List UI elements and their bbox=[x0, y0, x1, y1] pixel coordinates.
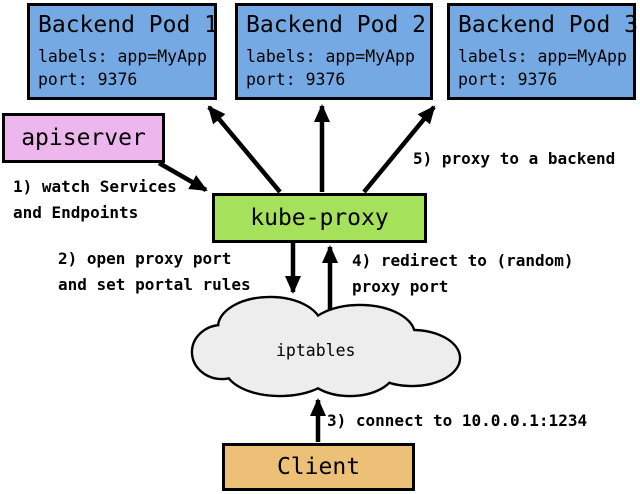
pod-port: port: 9376 bbox=[38, 70, 138, 89]
node-kube-proxy: kube-proxy bbox=[212, 193, 427, 243]
iptables-label: iptables bbox=[276, 341, 356, 360]
pod-labels: labels: app=MyApp bbox=[246, 47, 415, 66]
annotation-line: 4) redirect to (random) bbox=[352, 251, 574, 270]
annotation-line: 3) connect to 10.0.0.1:1234 bbox=[327, 411, 588, 430]
pod-title: Backend Pod 1 bbox=[38, 12, 219, 38]
node-backend-pod-3: Backend Pod 3 labels: app=MyApp port: 93… bbox=[447, 3, 639, 100]
pod-port: port: 9376 bbox=[458, 70, 558, 89]
iptables-cloud-fill bbox=[193, 298, 459, 395]
arrow-apiserver-to-kubeproxy bbox=[157, 161, 208, 192]
node-backend-pod-2: Backend Pod 2 labels: app=MyApp port: 93… bbox=[235, 3, 433, 100]
node-client: Client bbox=[222, 443, 415, 491]
apiserver-label: apiserver bbox=[21, 125, 146, 151]
annotation-line: 1) watch Services bbox=[13, 177, 177, 196]
annotation-step2-open-proxy-port: 2) open proxy port and set portal rules bbox=[58, 246, 251, 298]
pod-title: Backend Pod 2 bbox=[246, 12, 427, 38]
annotation-step5-proxy-to-backend: 5) proxy to a backend bbox=[413, 146, 615, 172]
annotation-line: 2) open proxy port bbox=[58, 249, 232, 268]
annotation-step1-watch-services: 1) watch Services and Endpoints bbox=[13, 174, 177, 226]
arrow-kubeproxy-to-pod3 bbox=[362, 105, 436, 194]
kube-proxy-label: kube-proxy bbox=[250, 205, 389, 231]
client-label: Client bbox=[276, 454, 361, 480]
node-backend-pod-1: Backend Pod 1 labels: app=MyApp port: 93… bbox=[27, 3, 219, 100]
annotation-step3-connect: 3) connect to 10.0.0.1:1234 bbox=[327, 408, 587, 434]
pod-port: port: 9376 bbox=[246, 70, 346, 89]
pod-labels: labels: app=MyApp bbox=[38, 47, 207, 66]
pod-labels: labels: app=MyApp bbox=[458, 47, 627, 66]
annotation-line: and set portal rules bbox=[58, 275, 251, 294]
node-apiserver: apiserver bbox=[2, 113, 165, 163]
annotation-line: and Endpoints bbox=[13, 203, 139, 222]
annotation-line: 5) proxy to a backend bbox=[413, 149, 616, 168]
pod-title: Backend Pod 3 bbox=[458, 12, 639, 38]
annotation-step4-redirect: 4) redirect to (random) proxy port bbox=[352, 248, 574, 300]
arrow-kubeproxy-to-pod1 bbox=[207, 105, 282, 194]
annotation-line: proxy port bbox=[352, 277, 449, 296]
